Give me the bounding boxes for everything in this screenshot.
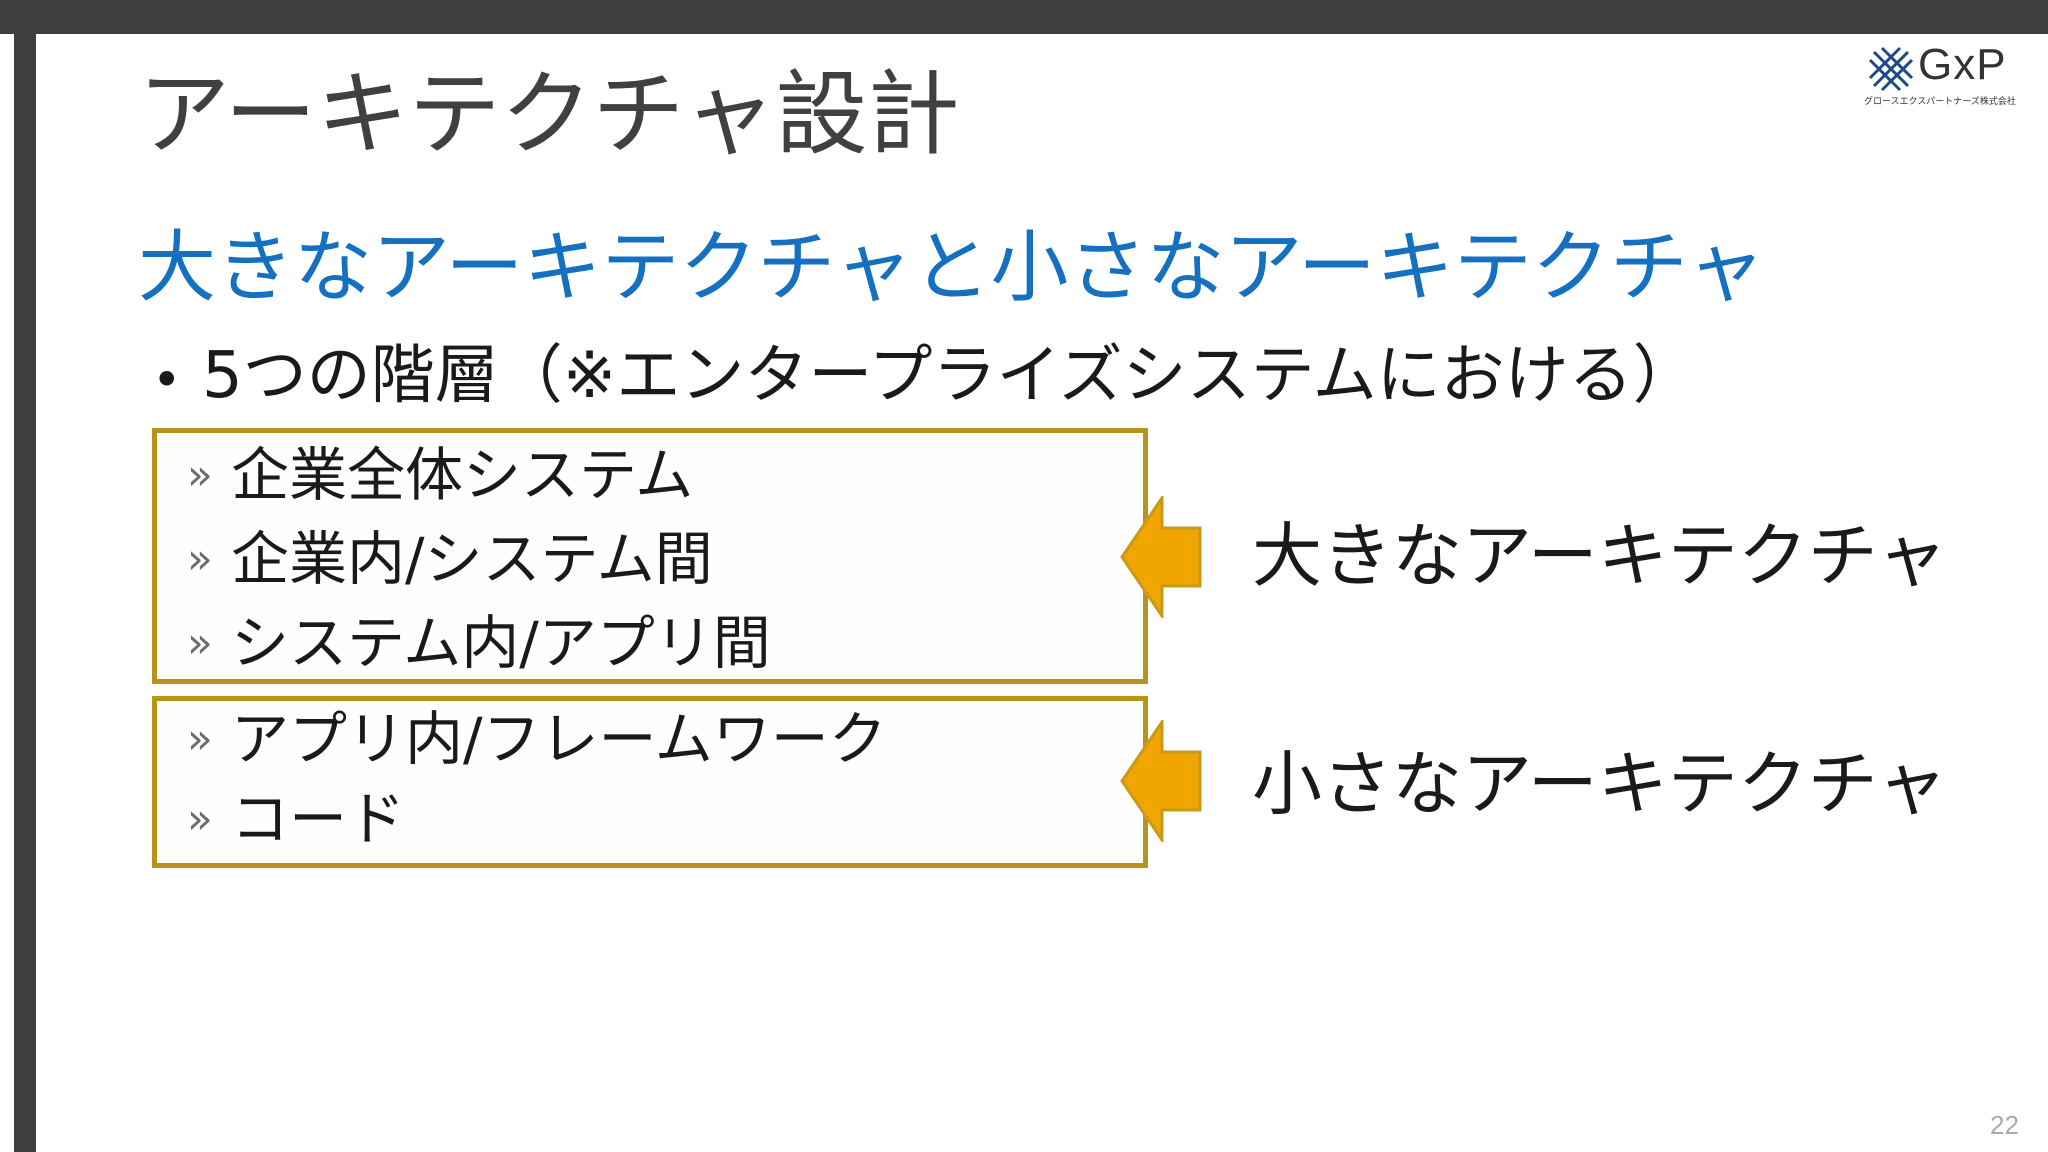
bullet-point: • 5つの階層（※エンタープライズシステムにおける） (152, 338, 1697, 415)
level-item-text: システム内/アプリ間 (231, 609, 771, 677)
bullet-dot-icon: • (152, 351, 182, 409)
bullet-text: 5つの階層（※エンタープライズシステムにおける） (202, 339, 1697, 413)
level-item-text: コード (231, 785, 406, 853)
logo-wordmark: GxP (1918, 40, 2007, 89)
slide-title: アーキテクチャ設計 (138, 61, 960, 168)
arrow-left-icon (1120, 720, 1202, 842)
level-item: » アプリ内/フレームワーク (187, 705, 887, 775)
level-item-text: アプリ内/フレームワーク (231, 705, 887, 773)
double-chevron-right-icon: » (187, 534, 213, 583)
level-item: » システム内/アプリ間 (187, 609, 771, 679)
company-logo: GxP グロースエクスパートナーズ株式会社 (1860, 40, 2040, 114)
double-chevron-right-icon: » (187, 794, 213, 843)
left-frame-bar (14, 34, 36, 1152)
large-architecture-box: » 企業全体システム » 企業内/システム間 » システム内/アプリ間 (152, 428, 1148, 684)
small-architecture-box: » アプリ内/フレームワーク » コード (152, 696, 1148, 868)
gxp-logo-mark-icon (1868, 46, 1914, 92)
double-chevron-right-icon: » (187, 714, 213, 763)
level-item-text: 企業全体システム (231, 441, 694, 509)
double-chevron-right-icon: » (187, 450, 213, 499)
level-item: » 企業内/システム間 (187, 525, 713, 595)
top-frame-bar (0, 0, 2048, 34)
page-number: 22 (1990, 1110, 2019, 1140)
arrow-left-icon (1120, 496, 1202, 618)
level-item: » コード (187, 785, 405, 855)
small-architecture-label: 小さなアーキテクチャ (1252, 743, 1948, 825)
double-chevron-right-icon: » (187, 618, 213, 667)
slide-subtitle: 大きなアーキテクチャと小さなアーキテクチャ (138, 223, 1766, 313)
large-architecture-label: 大きなアーキテクチャ (1252, 515, 1948, 597)
level-item-text: 企業内/システム間 (231, 525, 713, 593)
logo-company-name: グロースエクスパートナーズ株式会社 (1864, 97, 2016, 107)
level-item: » 企業全体システム (187, 441, 693, 511)
